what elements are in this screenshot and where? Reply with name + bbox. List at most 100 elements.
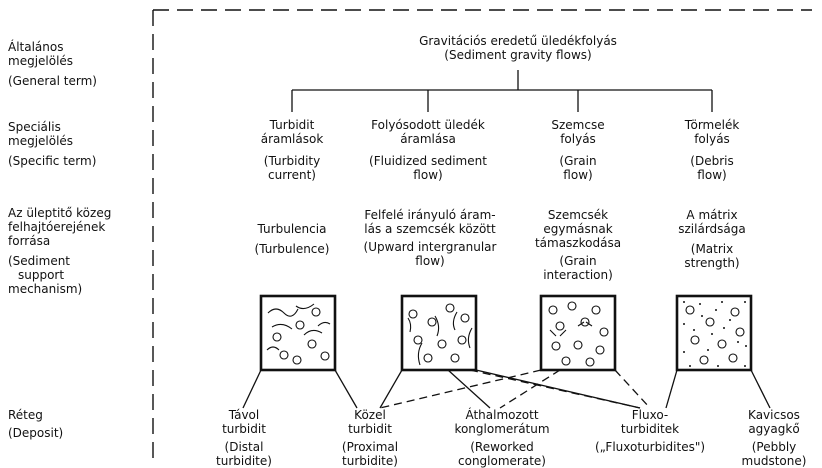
link-fluid-proximal: [380, 370, 402, 408]
mechanism-turbulence-hu: Turbulencia: [232, 222, 352, 236]
mechanism-upward-en-2: flow): [356, 254, 504, 268]
row-mechanism-hu-1: Az üleptitő közeg: [8, 206, 111, 220]
mechanism-matrix-strength: A mátrix szilárdsága (Matrix strength): [662, 208, 762, 270]
row-specific-hu-2: megjelölés: [8, 134, 96, 148]
mechanism-matrix-hu-2: szilárdsága: [662, 222, 762, 236]
row-general-en: (General term): [8, 74, 97, 88]
link-turb-distal: [243, 370, 261, 408]
row-mechanism-en-2: support: [8, 268, 111, 282]
flow-fluidized-en-2: flow): [358, 168, 498, 182]
deposit-proximal-hu-2: turbidit: [322, 422, 418, 436]
link-matrix-fluxo: [666, 370, 677, 408]
deposit-reworked-en-1: (Reworked: [450, 440, 554, 454]
box-turbulence: [261, 296, 335, 370]
row-label-mechanism: Az üleptitő közeg felhajtóerejének forrá…: [8, 206, 111, 296]
box-grain-interaction: [541, 296, 615, 370]
row-label-deposit: Réteg (Deposit): [8, 408, 63, 440]
deposit-distal-en-2: turbidite): [202, 454, 286, 468]
deposit-reworked-hu-2: konglomerátum: [450, 422, 554, 436]
mechanism-grain-hu-2: egymásnak: [524, 222, 632, 236]
deposit-distal-hu-1: Távol: [202, 408, 286, 422]
deposit-links: [243, 370, 770, 408]
deposit-proximal-en-1: (Proximal: [322, 440, 418, 454]
row-deposit-hu: Réteg: [8, 408, 63, 422]
flow-debris-en-2: flow): [662, 168, 762, 182]
flow-turbidity-en-1: (Turbidity: [232, 154, 352, 168]
row-mechanism-hu-2: felhajtóerejének: [8, 220, 111, 234]
flow-turbidity-en-2: current): [232, 168, 352, 182]
flow-grain-hu-1: Szemcse: [528, 118, 628, 132]
deposit-pebbly-hu-2: agyagkő: [730, 422, 818, 436]
mechanism-upward-hu-1: Felfelé irányuló áram-: [356, 208, 504, 222]
link-grain-fluxo: [615, 370, 650, 408]
flow-fluidized-hu-2: áramlása: [358, 132, 498, 146]
row-mechanism-en-1: (Sediment: [8, 254, 111, 268]
flow-debris-hu-1: Törmelék: [662, 118, 762, 132]
row-deposit-en: (Deposit): [8, 426, 63, 440]
flow-grain-en-2: flow): [528, 168, 628, 182]
flow-grain: Szemcse folyás (Grain flow): [528, 118, 628, 182]
deposit-fluxo-en-1: („Fluxoturbidites"): [588, 440, 712, 454]
flow-fluidized-en-1: (Fluidized sediment: [358, 154, 498, 168]
top-hu: Gravitációs eredetű üledékfolyás: [378, 34, 658, 48]
deposit-reworked: Áthalmozott konglomerátum (Reworked cong…: [450, 408, 554, 468]
mechanism-matrix-en-2: strength): [662, 256, 762, 270]
deposit-distal: Távol turbidit (Distal turbidite): [202, 408, 286, 468]
link-turb-proximal: [335, 370, 357, 408]
row-label-specific: Speciális megjelölés (Specific term): [8, 120, 96, 168]
row-specific-hu-1: Speciális: [8, 120, 96, 134]
deposit-fluxo-hu-2: turbiditek: [588, 422, 712, 436]
mechanism-upward-hu-2: lás a szemcsék között: [356, 222, 504, 236]
flow-grain-en-1: (Grain: [528, 154, 628, 168]
mechanism-grain-hu-1: Szemcsék: [524, 208, 632, 222]
mechanism-matrix-en-1: (Matrix: [662, 242, 762, 256]
flow-debris: Törmelék folyás (Debris flow): [662, 118, 762, 182]
mechanism-grain-interaction: Szemcsék egymásnak támaszkodása (Grain i…: [524, 208, 632, 282]
deposit-pebbly-en-2: mudstone): [730, 454, 818, 468]
link-fluid-reworked: [448, 370, 490, 408]
link-grain-reworked: [500, 370, 560, 408]
flow-grain-hu-2: folyás: [528, 132, 628, 146]
mechanism-grain-en-1: (Grain: [524, 254, 632, 268]
box-upward-flow: [402, 296, 476, 370]
mechanism-upward-flow: Felfelé irányuló áram- lás a szemcsék kö…: [356, 208, 504, 268]
row-general-hu-1: Általános: [8, 40, 97, 54]
top-en: (Sediment gravity flows): [378, 48, 658, 62]
deposit-pebbly-en-1: (Pebbly: [730, 440, 818, 454]
deposit-reworked-en-2: conglomerate): [450, 454, 554, 468]
flow-turbidity-hu-2: áramlások: [232, 132, 352, 146]
deposit-pebbly-hu-1: Kavicsos: [730, 408, 818, 422]
mechanism-matrix-hu-1: A mátrix: [662, 208, 762, 222]
node-sediment-gravity-flows: Gravitációs eredetű üledékfolyás (Sedime…: [378, 34, 658, 62]
deposit-proximal-hu-1: Közel: [322, 408, 418, 422]
mechanism-grain-hu-3: támaszkodása: [524, 236, 632, 250]
deposit-proximal: Közel turbidit (Proximal turbidite): [322, 408, 418, 468]
tree-connectors: [292, 70, 712, 112]
flow-turbidity: Turbidit áramlások (Turbidity current): [232, 118, 352, 182]
flow-turbidity-hu-1: Turbidit: [232, 118, 352, 132]
deposit-reworked-hu-1: Áthalmozott: [450, 408, 554, 422]
flow-debris-en-1: (Debris: [662, 154, 762, 168]
deposit-distal-hu-2: turbidit: [202, 422, 286, 436]
row-specific-en: (Specific term): [8, 154, 96, 168]
row-mechanism-en-3: mechanism): [8, 282, 111, 296]
link-grain-proximal: [380, 370, 541, 408]
mechanism-upward-en-1: (Upward intergranular: [356, 240, 504, 254]
flow-debris-hu-2: folyás: [662, 132, 762, 146]
deposit-fluxo-hu-1: Fluxo-: [588, 408, 712, 422]
row-general-hu-2: megjelölés: [8, 54, 97, 68]
link-fluid-fluxo-dashed: [470, 370, 640, 408]
row-label-general: Általános megjelölés (General term): [8, 40, 97, 88]
flow-fluidized: Folyósodott üledék áramlása (Fluidized s…: [358, 118, 498, 182]
row-mechanism-hu-3: forrása: [8, 234, 111, 248]
box-matrix-strength: [677, 296, 751, 370]
deposit-distal-en-1: (Distal: [202, 440, 286, 454]
mechanism-turbulence-en: (Turbulence): [232, 242, 352, 256]
flow-fluidized-hu-1: Folyósodott üledék: [358, 118, 498, 132]
mechanism-grain-en-2: interaction): [524, 268, 632, 282]
mechanism-turbulence: Turbulencia (Turbulence): [232, 222, 352, 256]
deposit-pebbly-mudstone: Kavicsos agyagkő (Pebbly mudstone): [730, 408, 818, 468]
deposit-fluxoturbidites: Fluxo- turbiditek („Fluxoturbidites"): [588, 408, 712, 454]
deposit-proximal-en-2: turbidite): [322, 454, 418, 468]
deposit-links-dashed: [380, 370, 650, 408]
